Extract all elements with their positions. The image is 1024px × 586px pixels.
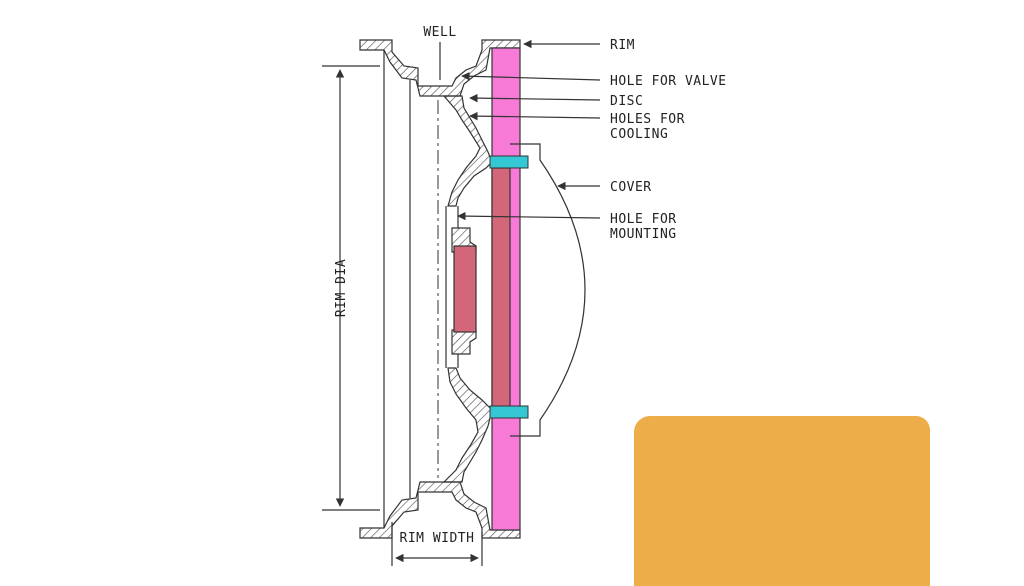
disc-section-upper — [442, 95, 493, 207]
disc-section-lower — [442, 367, 493, 483]
clip-bottom — [489, 405, 529, 419]
cover-label: COVER — [610, 180, 652, 195]
disc-section-mid-lower — [451, 329, 477, 355]
disc-insert — [453, 245, 477, 333]
hole-for-mounting-label-line2: MOUNTING — [610, 227, 677, 242]
rim-section-top — [359, 39, 521, 97]
well-label: WELL — [423, 25, 456, 40]
hole-for-valve-label: HOLE FOR VALVE — [610, 74, 727, 89]
orange-overlay-block — [634, 416, 930, 586]
rim-dia-label: RIM DIA — [334, 259, 349, 317]
rim-section-bottom — [359, 481, 521, 539]
holes-for-cooling-label-line1: HOLES FOR — [610, 112, 685, 127]
hub-plate — [491, 167, 511, 417]
rim-label: RIM — [610, 38, 635, 53]
hole-for-mounting-label-line1: HOLE FOR — [610, 212, 677, 227]
hub-cover — [510, 143, 586, 437]
disc-label: DISC — [610, 94, 643, 109]
holes-for-cooling-label-line2: COOLING — [610, 127, 668, 142]
rim-width-label: RIM WIDTH — [400, 531, 475, 546]
clip-top — [489, 155, 529, 169]
